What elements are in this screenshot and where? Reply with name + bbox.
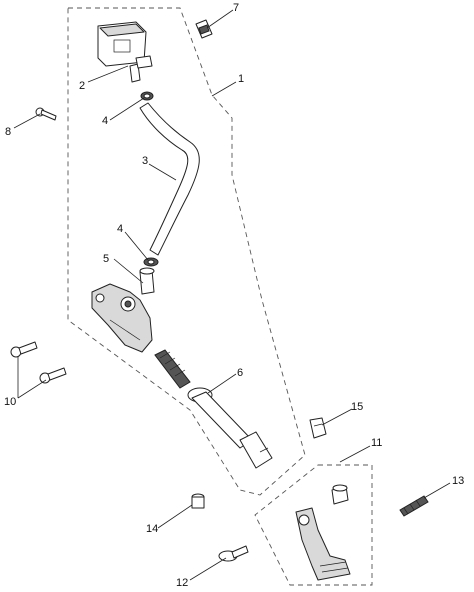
small-clip-part: [195, 19, 213, 39]
hose-clip-top: [140, 91, 154, 101]
callout-8: 8: [5, 126, 11, 138]
callout-15: 15: [351, 401, 363, 413]
bolt-part-10a: [10, 341, 38, 358]
callout-6: 6: [237, 367, 243, 379]
reservoir-part: [97, 21, 153, 83]
callout-5: 5: [103, 253, 109, 265]
callout-7: 7: [233, 2, 239, 14]
piston-spring-part: [154, 349, 191, 389]
leader-lines: [13, 9, 451, 581]
callout-10: 10: [4, 396, 16, 408]
callout-13: 13: [452, 475, 464, 487]
assembly-11-boundary: [254, 464, 373, 586]
spring-part-13: [399, 495, 429, 517]
callout-3: 3: [142, 155, 148, 167]
callout-1: 1: [238, 73, 244, 85]
bolt-part-12: [218, 545, 249, 562]
hose-clip-lower: [143, 257, 159, 267]
pushrod-part: [187, 387, 273, 469]
assembly-1-boundary: [67, 7, 306, 496]
callout-14: 14: [146, 523, 158, 535]
callout-12: 12: [176, 577, 188, 589]
callout-4b: 4: [117, 223, 123, 235]
bolt-part-10b: [39, 367, 67, 384]
bolt-part-8: [35, 107, 57, 121]
connector-part: [139, 267, 155, 295]
hose-part: [139, 102, 200, 256]
callout-2: 2: [79, 80, 85, 92]
callout-11: 11: [371, 437, 382, 449]
callout-4a: 4: [102, 115, 108, 127]
brake-pedal-part: [295, 484, 351, 581]
clip-plate-part: [309, 417, 327, 439]
master-cylinder-body: [91, 283, 153, 353]
pin-part-14: [191, 493, 205, 509]
